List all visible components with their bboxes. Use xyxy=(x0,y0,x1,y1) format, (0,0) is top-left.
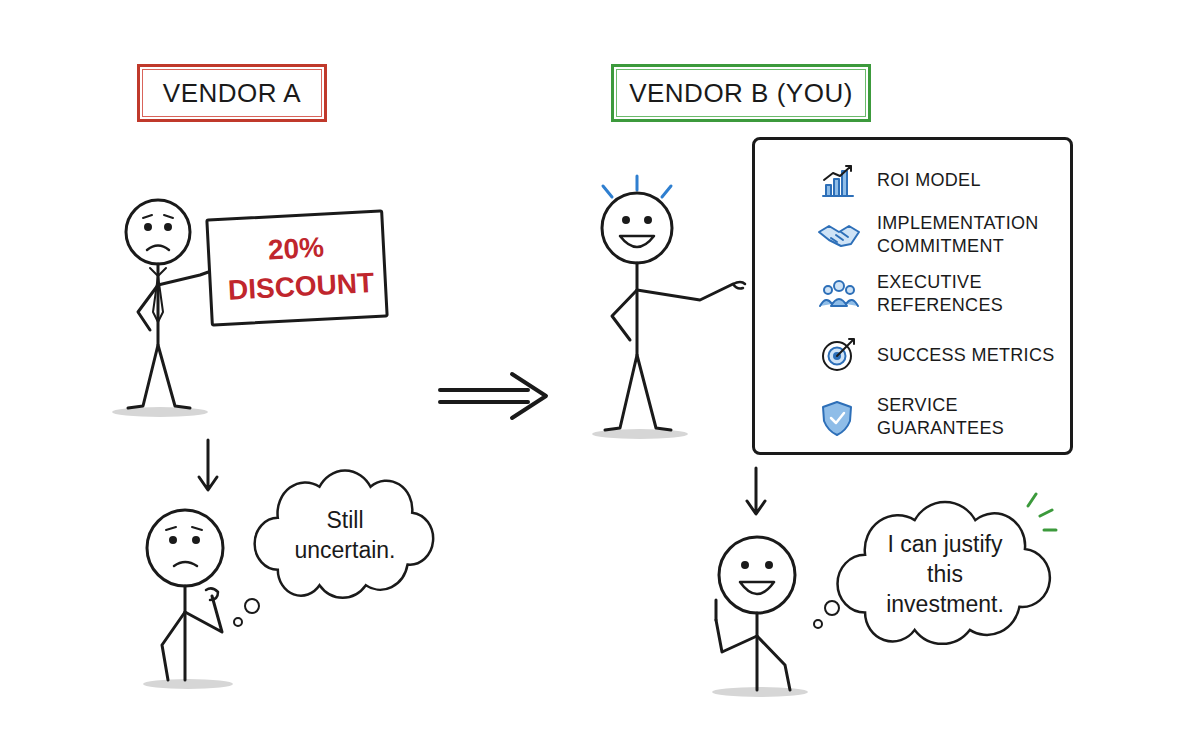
vendor-label: VENDOR B (YOU) xyxy=(611,64,871,122)
label-text: VENDOR A xyxy=(163,78,301,109)
cloud-outline xyxy=(250,466,440,606)
checklist-item: EXECUTIVE REFERENCES xyxy=(877,271,1063,318)
down-arrow xyxy=(199,440,217,490)
handshake-icon xyxy=(819,226,859,246)
label-text: 20% DISCOUNT xyxy=(225,227,369,310)
down-arrow xyxy=(747,468,765,514)
item-icons xyxy=(813,140,873,458)
thought-text: I can justify this investment. xyxy=(875,530,1015,620)
ground-shadow xyxy=(112,407,808,697)
checklist-item: SERVICE GUARANTEES xyxy=(877,394,1063,441)
discount-sign: 20% DISCOUNT xyxy=(205,209,388,326)
spark-lines xyxy=(1028,494,1056,530)
chart-icon xyxy=(823,166,853,196)
confident-thinker xyxy=(716,537,795,690)
thought-text: Still uncertain. xyxy=(286,506,404,566)
target-icon xyxy=(823,339,854,370)
shield-icon xyxy=(823,402,851,435)
transition-arrow xyxy=(440,374,546,418)
people-icon xyxy=(820,281,858,306)
happy-vendor-figure xyxy=(602,176,745,430)
vendor-label: VENDOR A xyxy=(137,64,327,122)
thought-bubble: I can justify this investment. xyxy=(832,497,1058,653)
checklist-item: IMPLEMENTATION COMMITMENT xyxy=(877,212,1063,259)
checklist-box: ROI MODEL IMPLEMENTATION COMMITMENT EXECUT… xyxy=(752,137,1073,455)
checklist-item: SUCCESS METRICS xyxy=(877,344,1063,367)
thought-bubble: Still uncertain. xyxy=(250,466,440,606)
checklist-item: ROI MODEL xyxy=(877,169,1063,192)
uncertain-thinker xyxy=(147,510,223,680)
label-text: VENDOR B (YOU) xyxy=(629,78,853,109)
